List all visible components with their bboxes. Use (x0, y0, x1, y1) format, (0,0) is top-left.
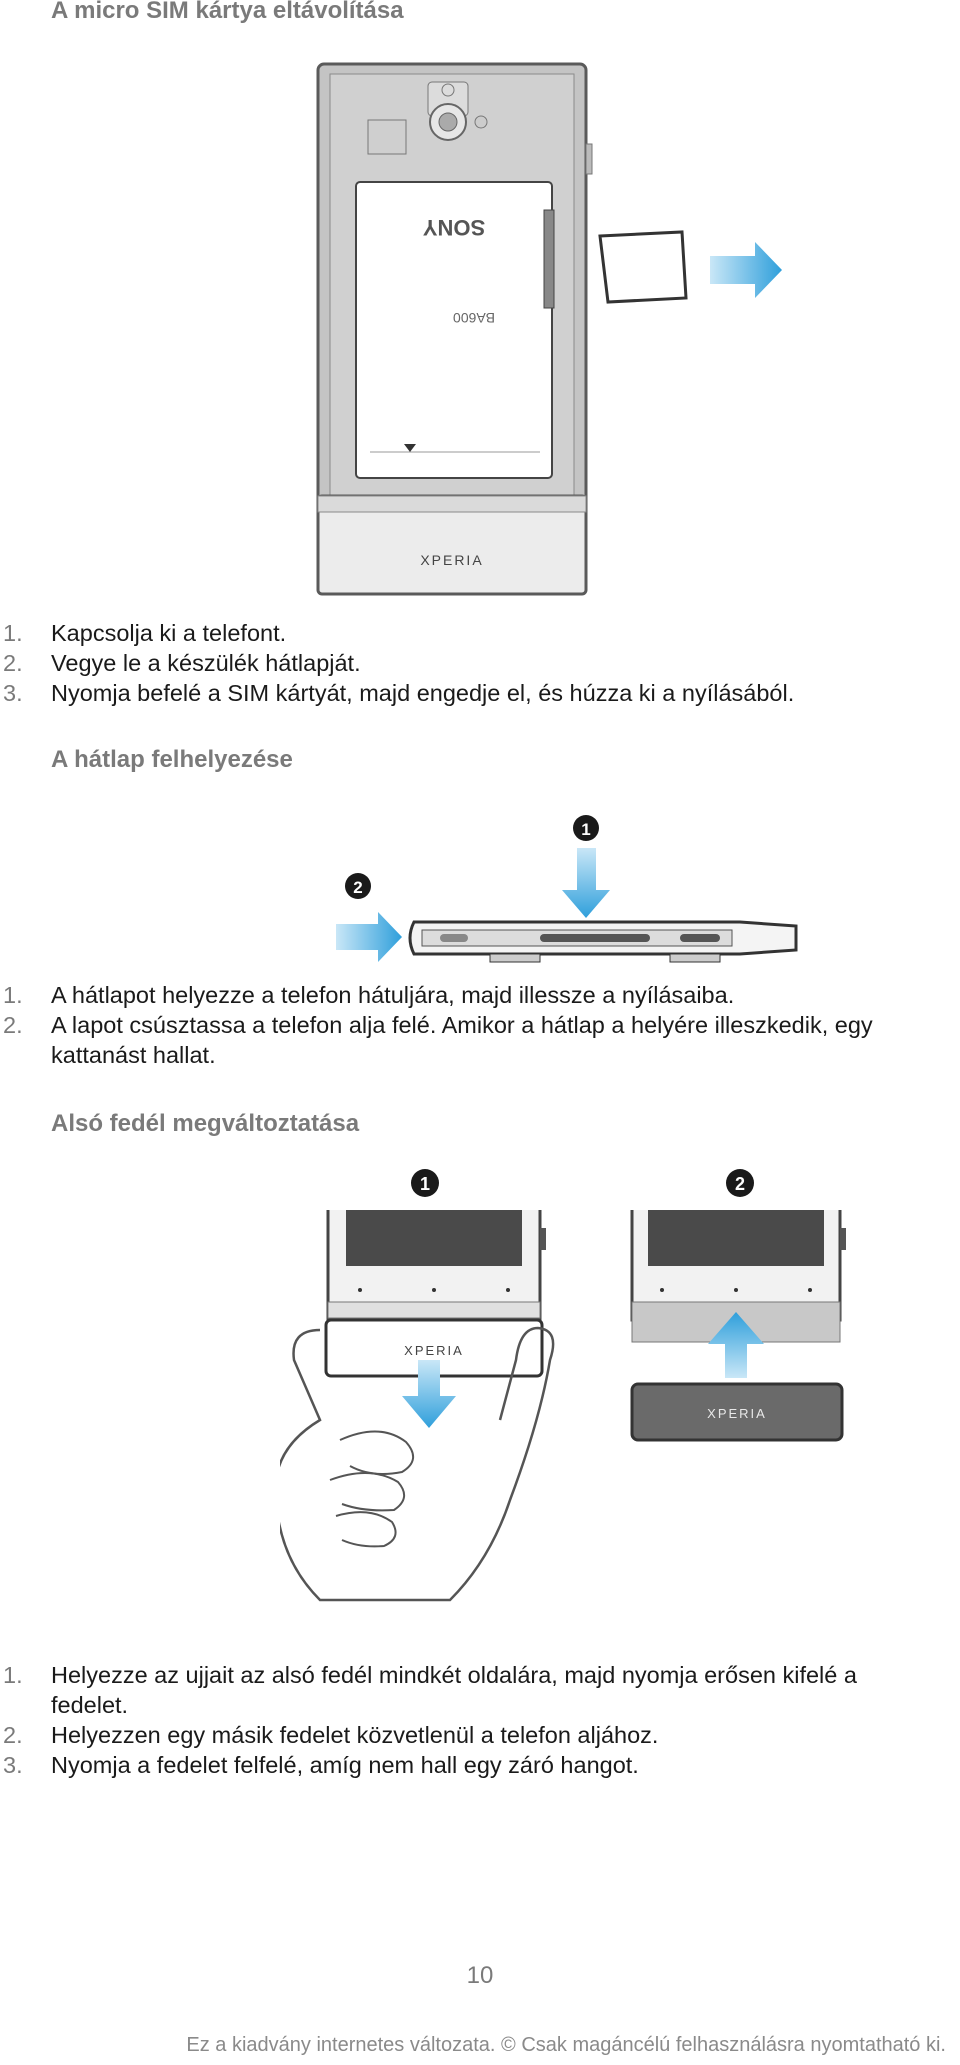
back-cover-illustration: 1 2 (336, 815, 798, 963)
bottom-cover-steps: 1. Helyezze az ujjait az alsó fedél mindk… (0, 1660, 960, 1780)
battery-brand: SONY (423, 215, 486, 240)
left-cover-brand: XPERIA (404, 1343, 464, 1358)
sim-removal-illustration: SONY BA600 XPERIA (316, 62, 782, 596)
step-item: 2. Helyezzen egy másik fedelet közvetlenü… (0, 1720, 931, 1750)
step-number: 1. (3, 620, 23, 646)
step-text: Helyezzen egy másik fedelet közvetlenül … (51, 1722, 659, 1748)
sim-removal-steps: 1. Kapcsolja ki a telefont. 2. Vegye le a … (0, 618, 960, 708)
battery (355, 181, 553, 479)
svg-text:2: 2 (353, 878, 362, 897)
step-text: Kapcsolja ki a telefont. (51, 620, 287, 646)
step-number: 1. (3, 982, 23, 1008)
step-item: 2. A lapot csúsztassa a telefon alja felé… (0, 1010, 931, 1070)
step-item: 1. Kapcsolja ki a telefont. (0, 618, 931, 648)
phone-brand-label: XPERIA (420, 552, 483, 568)
step-number: 2. (3, 650, 23, 676)
bottom-cover-illustration: 1 2 XPERIA XPERIA (280, 1169, 846, 1602)
arrow-right-icon (336, 912, 402, 962)
section-heading-bottom-cover: Alsó fedél megváltoztatása (51, 1110, 360, 1137)
page-footer: Ez a kiadvány internetes változata. © Cs… (186, 2034, 946, 2056)
step-number: 1. (3, 1662, 23, 1688)
page-number: 10 (466, 1962, 494, 1989)
step-text: A lapot csúsztassa a telefon alja felé. … (51, 1012, 873, 1068)
step-item: 1. A hátlapot helyezze a telefon hátuljár… (0, 980, 931, 1010)
arrow-up-icon (708, 1312, 764, 1378)
step-item: 3. Nyomja befelé a SIM kártyát, majd enge… (0, 678, 931, 708)
step-text: A hátlapot helyezze a telefon hátuljára,… (51, 982, 735, 1008)
right-phone: XPERIA (630, 1210, 846, 1442)
svg-text:1: 1 (420, 1174, 430, 1194)
right-bottom-cover (630, 1382, 844, 1442)
right-cover-brand: XPERIA (707, 1406, 767, 1421)
back-cover-steps: 1. A hátlapot helyezze a telefon hátuljár… (0, 980, 960, 1070)
step-item: 1. Helyezze az ujjait az alsó fedél mindk… (0, 1660, 931, 1720)
sim-card (598, 230, 688, 304)
section-heading-back-cover: A hátlap felhelyezése (51, 746, 293, 773)
left-phone: XPERIA (280, 1210, 555, 1602)
step-text: Vegye le a készülék hátlapját. (51, 650, 361, 676)
step-number: 3. (3, 680, 23, 706)
arrow-right-icon (710, 242, 782, 298)
arrow-down-icon (562, 848, 610, 918)
arrow-down-icon (402, 1360, 456, 1428)
step-item: 3. Nyomja a fedelet felfelé, amíg nem hal… (0, 1750, 931, 1780)
battery-model: BA600 (453, 310, 495, 326)
step-text: Helyezze az ujjait az alsó fedél mindkét… (51, 1662, 857, 1718)
step-number: 3. (3, 1752, 23, 1778)
svg-text:2: 2 (735, 1174, 745, 1194)
step-text: Nyomja befelé a SIM kártyát, majd engedj… (51, 680, 795, 706)
step-text: Nyomja a fedelet felfelé, amíg nem hall … (51, 1752, 639, 1778)
step-number: 2. (3, 1722, 23, 1748)
marker-1-icon (573, 815, 599, 841)
marker-1-icon (411, 1169, 439, 1197)
marker-2-icon (345, 873, 371, 899)
svg-text:1: 1 (581, 820, 590, 839)
marker-2-icon (726, 1169, 754, 1197)
hand-illustration (280, 1326, 555, 1602)
section-heading-sim-removal: A micro SIM kártya eltávolítása (51, 0, 404, 24)
step-number: 2. (3, 1012, 23, 1038)
step-item: 2. Vegye le a készülék hátlapját. (0, 648, 931, 678)
